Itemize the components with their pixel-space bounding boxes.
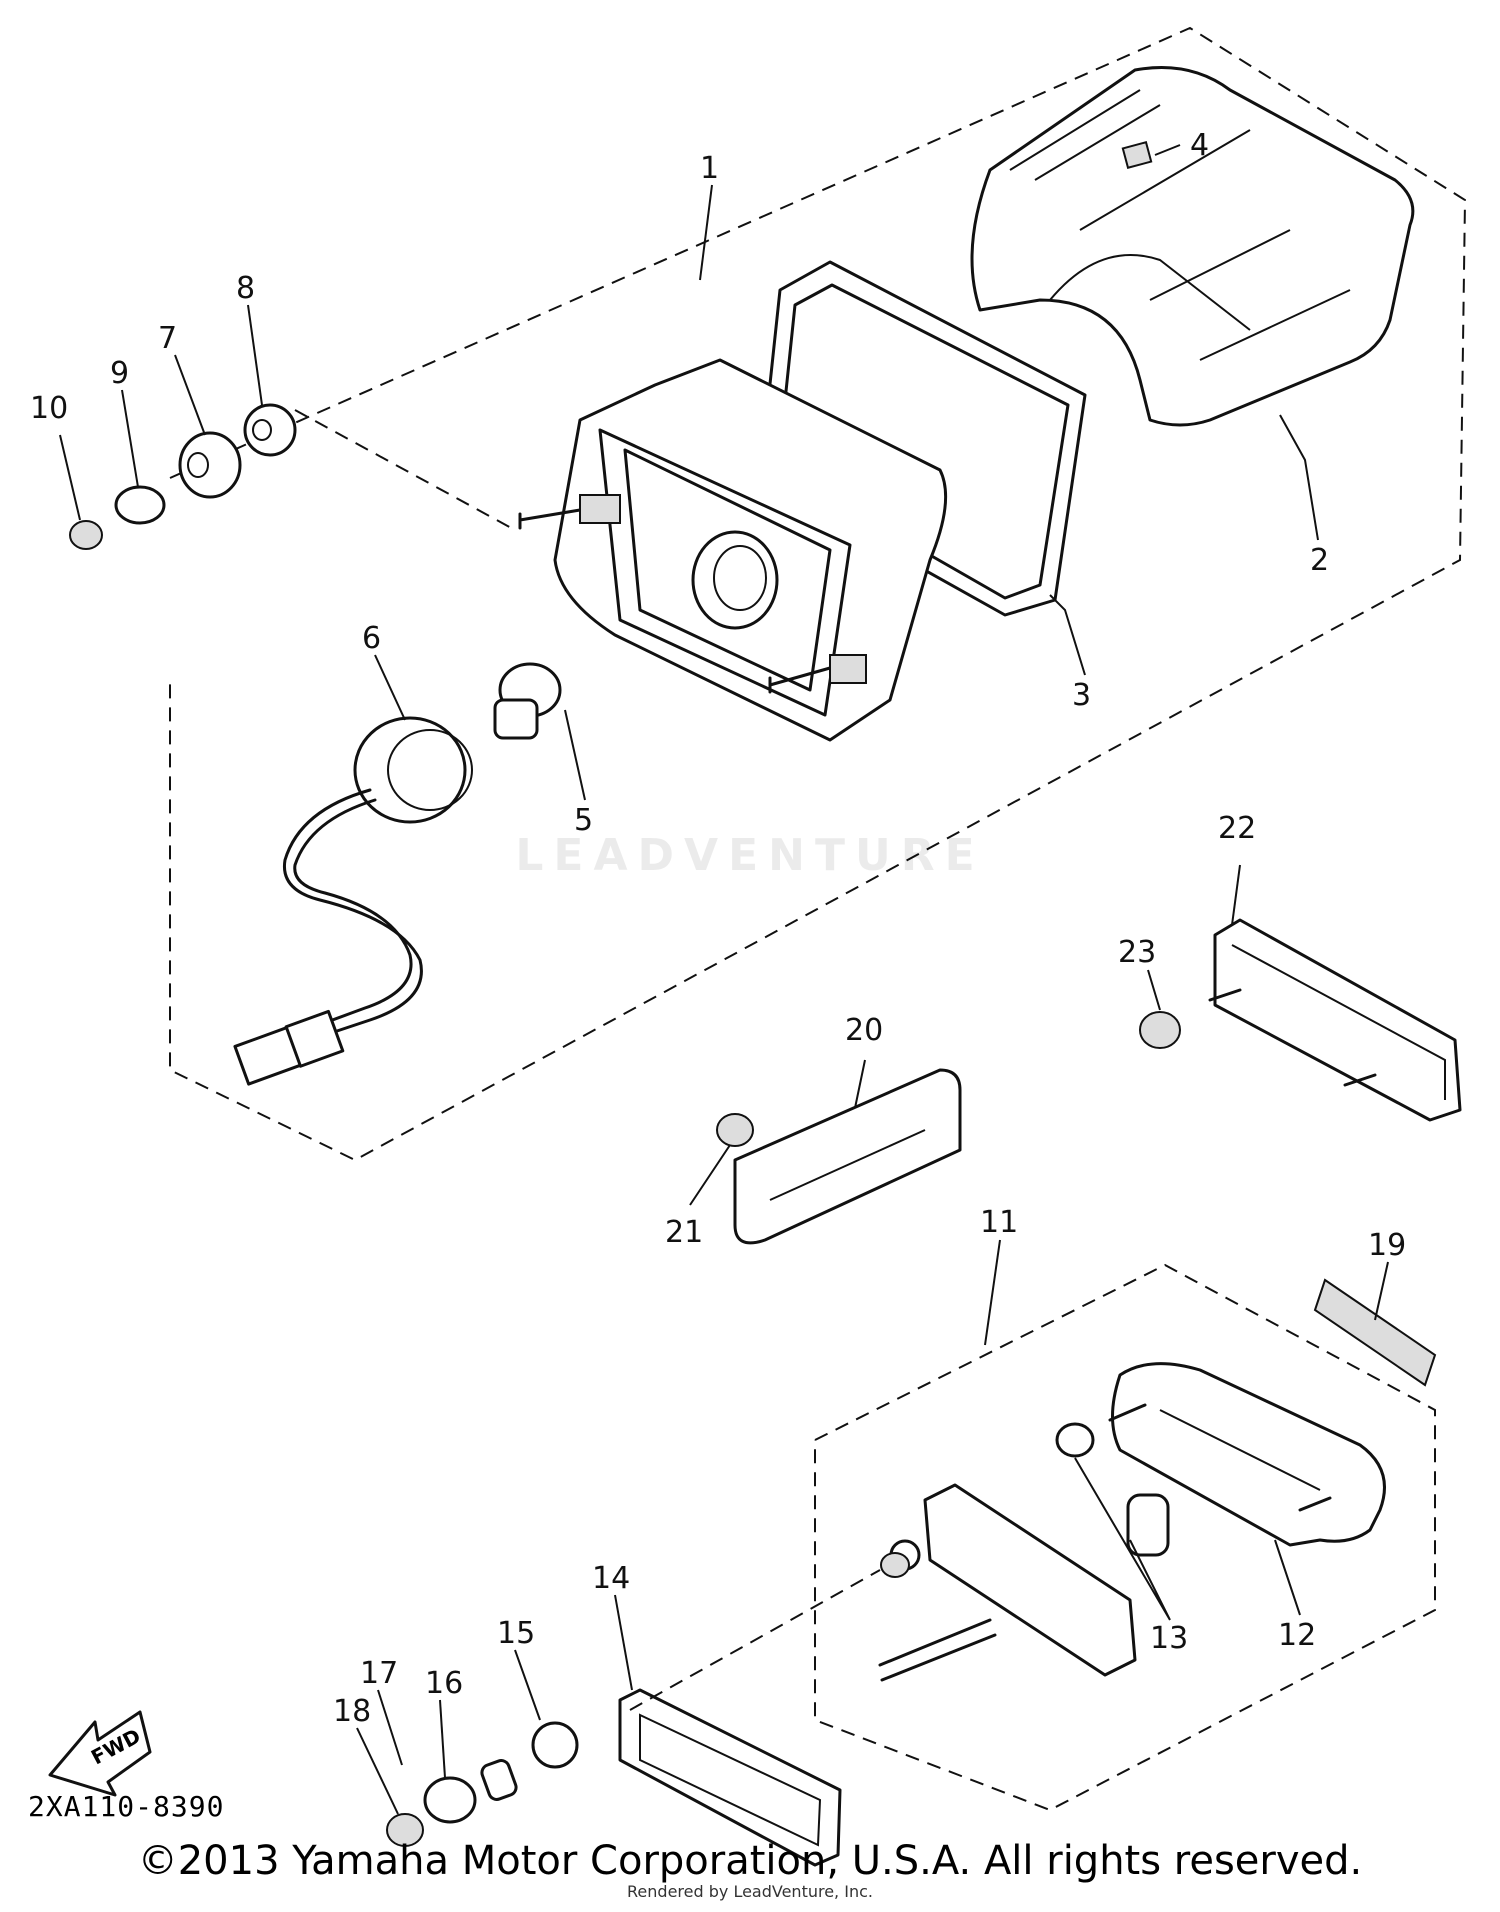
callout-15: 15 bbox=[497, 1616, 535, 1651]
callout-11: 11 bbox=[980, 1205, 1018, 1240]
part-1-housing bbox=[518, 358, 948, 742]
callout-12: 12 bbox=[1278, 1618, 1316, 1653]
fwd-arrow: FWD bbox=[48, 1710, 152, 1797]
part-20-reflector bbox=[733, 1068, 962, 1245]
callout-14: 14 bbox=[592, 1561, 630, 1596]
part-7-grommet bbox=[178, 431, 242, 499]
base-nut bbox=[880, 1552, 910, 1578]
rendered-by-notice: Rendered by LeadVenture, Inc. bbox=[627, 1882, 873, 1901]
callout-5: 5 bbox=[574, 803, 593, 838]
part-22-side-reflector bbox=[1208, 918, 1462, 1122]
callout-2: 2 bbox=[1310, 543, 1329, 578]
callout-20: 20 bbox=[845, 1013, 883, 1048]
part-19-label bbox=[1313, 1278, 1437, 1387]
part-10-nut bbox=[69, 520, 103, 550]
callout-17: 17 bbox=[360, 1656, 398, 1691]
copyright-notice: ©2013 Yamaha Motor Corporation, U.S.A. A… bbox=[137, 1838, 1363, 1884]
callout-16: 16 bbox=[425, 1666, 463, 1701]
callout-8: 8 bbox=[236, 271, 255, 306]
part-23-nut bbox=[1139, 1011, 1181, 1049]
part-5-bulb bbox=[493, 662, 562, 740]
callout-3: 3 bbox=[1072, 678, 1091, 713]
leader-stud-line bbox=[294, 409, 516, 531]
part-15-collar bbox=[531, 1721, 579, 1769]
callout-18: 18 bbox=[333, 1694, 371, 1729]
part-9-washer bbox=[114, 485, 166, 525]
callout-10: 10 bbox=[30, 391, 68, 426]
assembly-1-boundary bbox=[169, 26, 1467, 1162]
callout-6: 6 bbox=[362, 621, 381, 656]
part-16-washer bbox=[423, 1776, 477, 1824]
callout-leaders bbox=[59, 144, 1389, 1815]
part-13-bulbs bbox=[1055, 1422, 1170, 1557]
callout-numbers: 1 2 3 4 5 6 7 8 9 10 11 12 13 14 15 16 1… bbox=[30, 128, 1406, 1729]
callout-7: 7 bbox=[158, 321, 177, 356]
callout-13: 13 bbox=[1150, 1621, 1188, 1656]
callout-1: 1 bbox=[700, 151, 719, 186]
part-4-clip bbox=[1121, 141, 1153, 169]
part-14-gasket-plate bbox=[618, 1688, 842, 1867]
callout-21: 21 bbox=[665, 1215, 703, 1250]
license-light-base bbox=[878, 1483, 1137, 1682]
part-18-nut bbox=[386, 1813, 424, 1847]
part-17-spacer bbox=[480, 1759, 518, 1801]
part-12-license-housing bbox=[1108, 1362, 1386, 1547]
assembly-11-boundary bbox=[814, 1263, 1436, 1812]
part-6-socket-harness bbox=[233, 716, 473, 1086]
part-8-collar bbox=[243, 403, 297, 457]
callout-4: 4 bbox=[1190, 128, 1209, 163]
callout-22: 22 bbox=[1218, 811, 1256, 846]
leader-base-line bbox=[629, 1569, 881, 1711]
diagram-code: 2XA110-8390 bbox=[28, 1790, 225, 1823]
watermark-text: LEADVENTURE bbox=[515, 830, 985, 881]
callout-19: 19 bbox=[1368, 1228, 1406, 1263]
part-21-nut bbox=[716, 1113, 754, 1147]
callout-23: 23 bbox=[1118, 935, 1156, 970]
part-2-lens bbox=[970, 66, 1415, 427]
callout-9: 9 bbox=[110, 356, 129, 391]
